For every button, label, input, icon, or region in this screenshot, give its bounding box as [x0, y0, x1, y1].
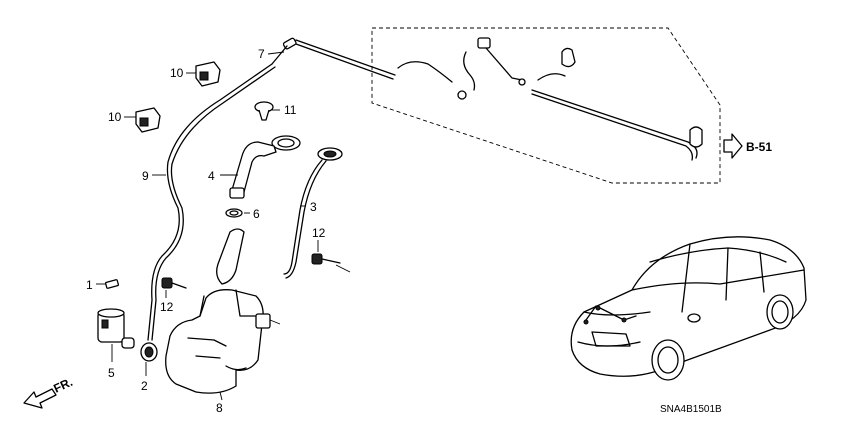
callout-5: 5	[108, 366, 115, 380]
part-4-filler-neck: 4	[208, 135, 301, 199]
outline-right-arrow-icon	[723, 133, 743, 159]
part-11-cap: 11	[254, 101, 297, 121]
part-10-clip-lower: 10	[108, 107, 161, 133]
part-9-washer-tube: 9	[142, 63, 276, 341]
part-1-plug: 1	[86, 278, 119, 292]
callout-2: 2	[141, 379, 148, 393]
part-2-grommet: 2	[140, 342, 158, 393]
part-8-reservoir-tank: 8	[165, 228, 281, 415]
vehicle-locator-illustration	[570, 236, 807, 381]
callout-4: 4	[208, 169, 215, 183]
part-5-washer-pump: 5	[97, 308, 135, 380]
callout-9: 9	[142, 169, 149, 183]
part-10-clip-upper: 10	[170, 61, 221, 87]
diagram-code: SNA4B1501B	[660, 404, 722, 415]
rear-washer-hoses	[397, 37, 703, 161]
callout-10-lower: 10	[108, 110, 122, 124]
callout-6: 6	[253, 207, 260, 221]
callout-1: 1	[86, 278, 93, 292]
front-label: FR.	[51, 375, 74, 396]
callout-11: 11	[284, 103, 297, 117]
callout-12-left: 12	[160, 300, 174, 314]
callout-8: 8	[216, 401, 223, 415]
part-12-bolt-right: 12	[311, 226, 351, 273]
front-direction: FR.	[23, 375, 75, 409]
front-direction-arrow-icon	[23, 388, 57, 409]
part-12-bolt-left: 12	[160, 277, 187, 314]
reference-label: B-51	[746, 140, 772, 154]
callout-3: 3	[310, 200, 317, 214]
part-6-o-ring: 6	[225, 207, 260, 221]
reference-b51: B-51	[723, 133, 772, 159]
part-3-level-gauge: 3	[283, 147, 343, 279]
part-7-tube-joint: 7	[258, 37, 297, 65]
callout-10-upper: 10	[170, 66, 184, 80]
rear-hose-detail-box	[371, 27, 721, 184]
callout-7: 7	[258, 47, 265, 61]
washer-tube-upper	[295, 39, 396, 80]
callout-12-right: 12	[312, 226, 326, 240]
